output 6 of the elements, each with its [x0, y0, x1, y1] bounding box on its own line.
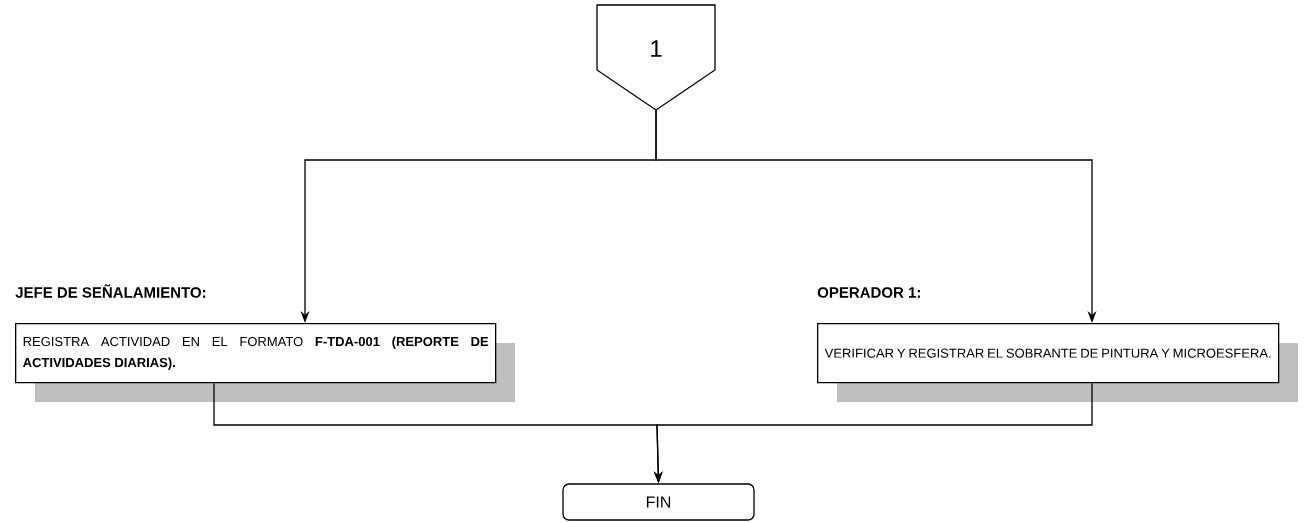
- role-heading: OPERADOR 1:: [817, 287, 920, 298]
- process-box: REGISTRA ACTIVIDAD EN EL FORMATO F-TDA-001 (REPORTE DE ACTIVIDADES DIARIAS).: [15, 323, 515, 402]
- role-heading: JEFE DE SEÑALAMIENTO:: [15, 284, 206, 298]
- off-page-connector: 1: [596, 4, 716, 111]
- terminator-box: FIN: [562, 483, 755, 521]
- process-box: VERIFICAR Y REGISTRAR EL SOBRANTE DE PINTURA Y MICROESFERA.: [817, 323, 1298, 402]
